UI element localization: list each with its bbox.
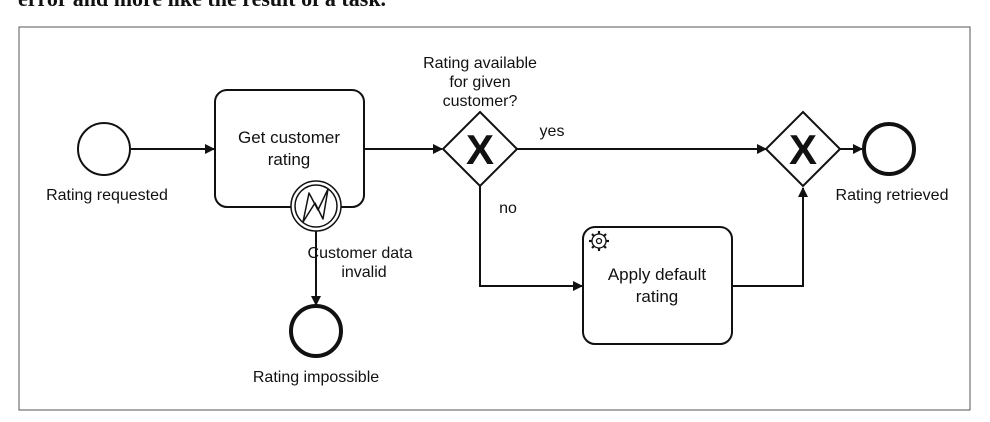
gateway-question-line2: for given: [449, 74, 510, 91]
diagram-frame: [18, 26, 971, 411]
error-icon: [290, 180, 342, 232]
task-get-customer-rating-label-line1: Get customer: [238, 128, 340, 147]
end-event-impossible-label: Rating impossible: [253, 369, 379, 386]
boundary-event-label-line2: invalid: [341, 264, 386, 281]
flow-default-to-merge: [732, 187, 808, 287]
sequence-flows: [131, 144, 863, 306]
task-get-customer-rating: [214, 89, 365, 208]
flow-no-label: no: [499, 200, 517, 217]
exclusive-gateway-merge: [764, 110, 842, 188]
end-event-retrieved-label: Rating retrieved: [836, 187, 949, 204]
flow-no: [479, 186, 583, 291]
end-event-impossible: [289, 304, 343, 358]
gateway-merge-marker: X: [789, 126, 817, 173]
gear-icon: [589, 231, 609, 251]
gateway-question-line3: customer?: [443, 93, 518, 110]
task-apply-default-label-line2: rating: [636, 287, 679, 306]
task-apply-default-rating: [582, 226, 733, 345]
gateway-split-marker: X: [466, 126, 494, 173]
top-paragraph-text: error and more like the result of a task…: [18, 0, 386, 12]
boundary-event-label-line1: Customer data: [308, 245, 413, 262]
gateway-question-line1: Rating available: [423, 55, 537, 72]
start-event: [77, 122, 131, 176]
end-event-retrieved: [862, 122, 916, 176]
flow-yes-label: yes: [540, 123, 565, 140]
task-get-customer-rating-label-line2: rating: [268, 150, 311, 169]
exclusive-gateway-split: [441, 110, 519, 188]
start-event-label: Rating requested: [46, 187, 168, 204]
task-apply-default-label-line1: Apply default: [608, 265, 707, 284]
